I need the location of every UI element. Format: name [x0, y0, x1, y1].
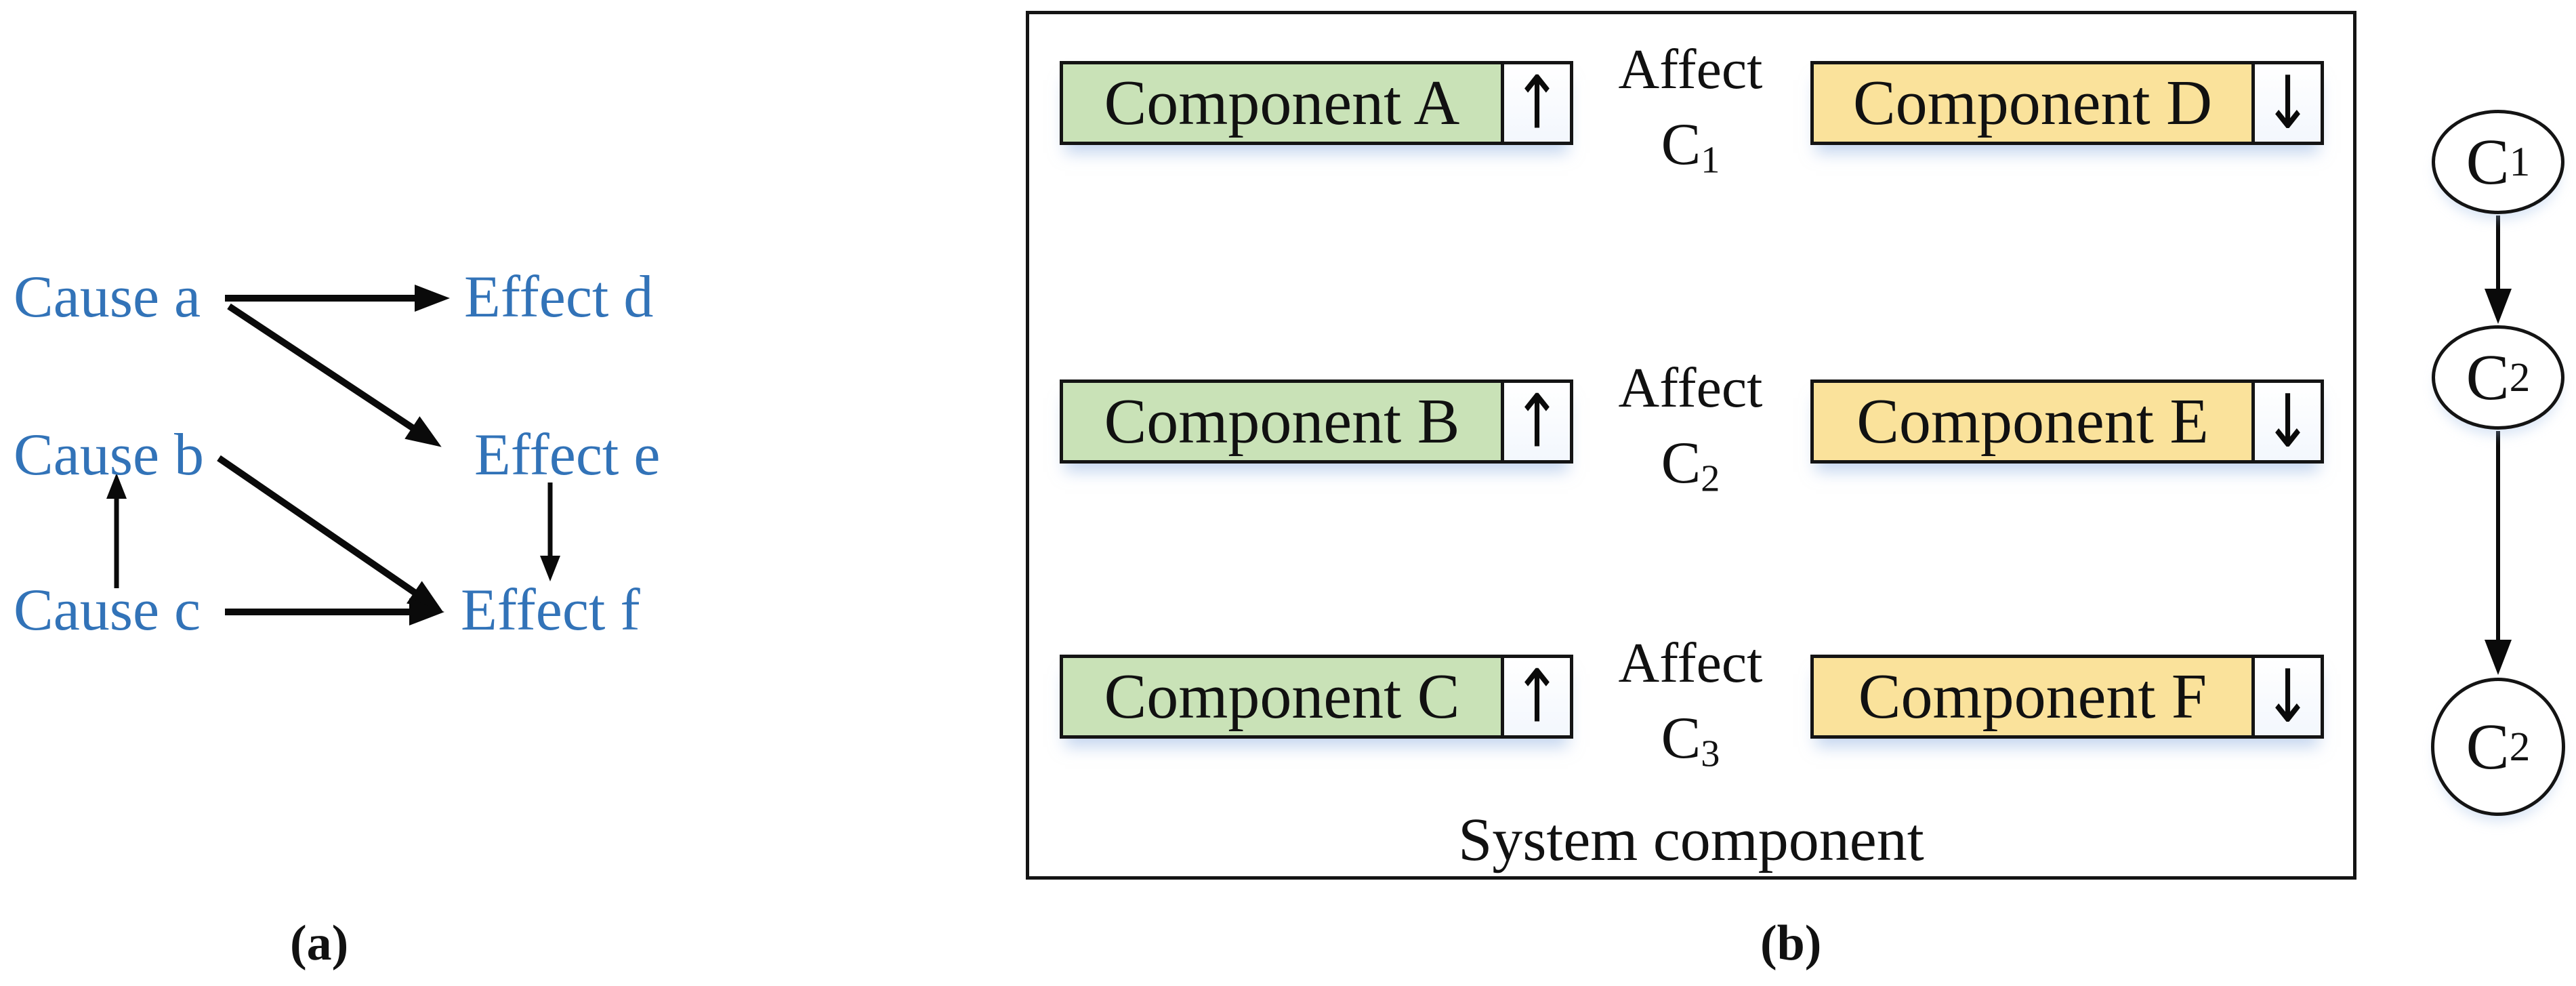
node-cause-a: Cause a [14, 264, 201, 330]
chain-c2b-letter: C [2466, 710, 2510, 783]
component-f-box: Component F ↓ [1810, 655, 2324, 739]
c1-subscript: 1 [1701, 139, 1720, 182]
c1-label: C1 [1579, 114, 1802, 191]
component-a-label: Component A [1063, 64, 1501, 142]
down-arrow-icon: ↓ [2263, 654, 2312, 739]
node-effect-e: Effect e [474, 422, 661, 488]
component-c-direction-cell: ↑ [1501, 658, 1570, 735]
up-arrow-icon: ↑ [1512, 654, 1562, 739]
c2-label: C2 [1579, 432, 1802, 510]
up-arrow-icon: ↑ [1512, 379, 1562, 464]
down-arrow-icon: ↓ [2263, 60, 2312, 146]
edge-cause-a-effect-e [227, 303, 442, 447]
affect-label-1: Affect [1579, 39, 1802, 100]
component-f-label: Component F [1814, 658, 2251, 735]
c3-subscript: 3 [1701, 733, 1720, 775]
component-d-box: Component D ↓ [1810, 61, 2324, 145]
component-e-label: Component E [1814, 383, 2251, 460]
component-d-direction-cell: ↓ [2251, 64, 2321, 142]
c3-letter: C [1661, 705, 1701, 771]
chain-c2-subscript: 2 [2509, 354, 2531, 400]
caption-b: (b) [1760, 916, 1822, 971]
c1-letter: C [1661, 112, 1701, 178]
component-e-box: Component E ↓ [1810, 379, 2324, 464]
chain-c1-letter: C [2466, 125, 2510, 198]
affect-label-2: Affect [1579, 358, 1802, 419]
chain-c1-subscript: 1 [2509, 139, 2531, 185]
component-a-direction-cell: ↑ [1501, 64, 1570, 142]
node-effect-d: Effect d [464, 264, 654, 330]
component-f-direction-cell: ↓ [2251, 658, 2321, 735]
component-e-direction-cell: ↓ [2251, 383, 2321, 460]
node-cause-c: Cause c [14, 577, 201, 643]
component-c-label: Component C [1063, 658, 1501, 735]
edge-cause-b-effect-f [217, 455, 444, 613]
node-cause-b: Cause b [14, 422, 205, 488]
node-effect-f: Effect f [461, 577, 640, 643]
component-b-direction-cell: ↑ [1501, 383, 1570, 460]
chain-c2b-subscript: 2 [2509, 724, 2531, 770]
chain-c2-letter: C [2466, 341, 2510, 413]
system-component-label: System component [1458, 806, 1924, 874]
component-b-label: Component B [1063, 383, 1501, 460]
c2-letter: C [1661, 430, 1701, 496]
up-arrow-icon: ↑ [1512, 60, 1562, 146]
affect-word-2: Affect [1618, 356, 1763, 419]
component-b-box: Component B ↑ [1060, 379, 1573, 464]
component-a-box: Component A ↑ [1060, 61, 1573, 145]
c3-label: C3 [1579, 707, 1802, 785]
component-d-label: Component D [1814, 64, 2251, 142]
affect-label-3: Affect [1579, 633, 1802, 694]
affect-word-3: Affect [1618, 632, 1763, 695]
component-c-box: Component C ↑ [1060, 655, 1573, 739]
c2-subscript: 2 [1701, 457, 1720, 500]
caption-a: (a) [290, 916, 349, 971]
down-arrow-icon: ↓ [2263, 379, 2312, 464]
affect-word-1: Affect [1618, 38, 1763, 101]
